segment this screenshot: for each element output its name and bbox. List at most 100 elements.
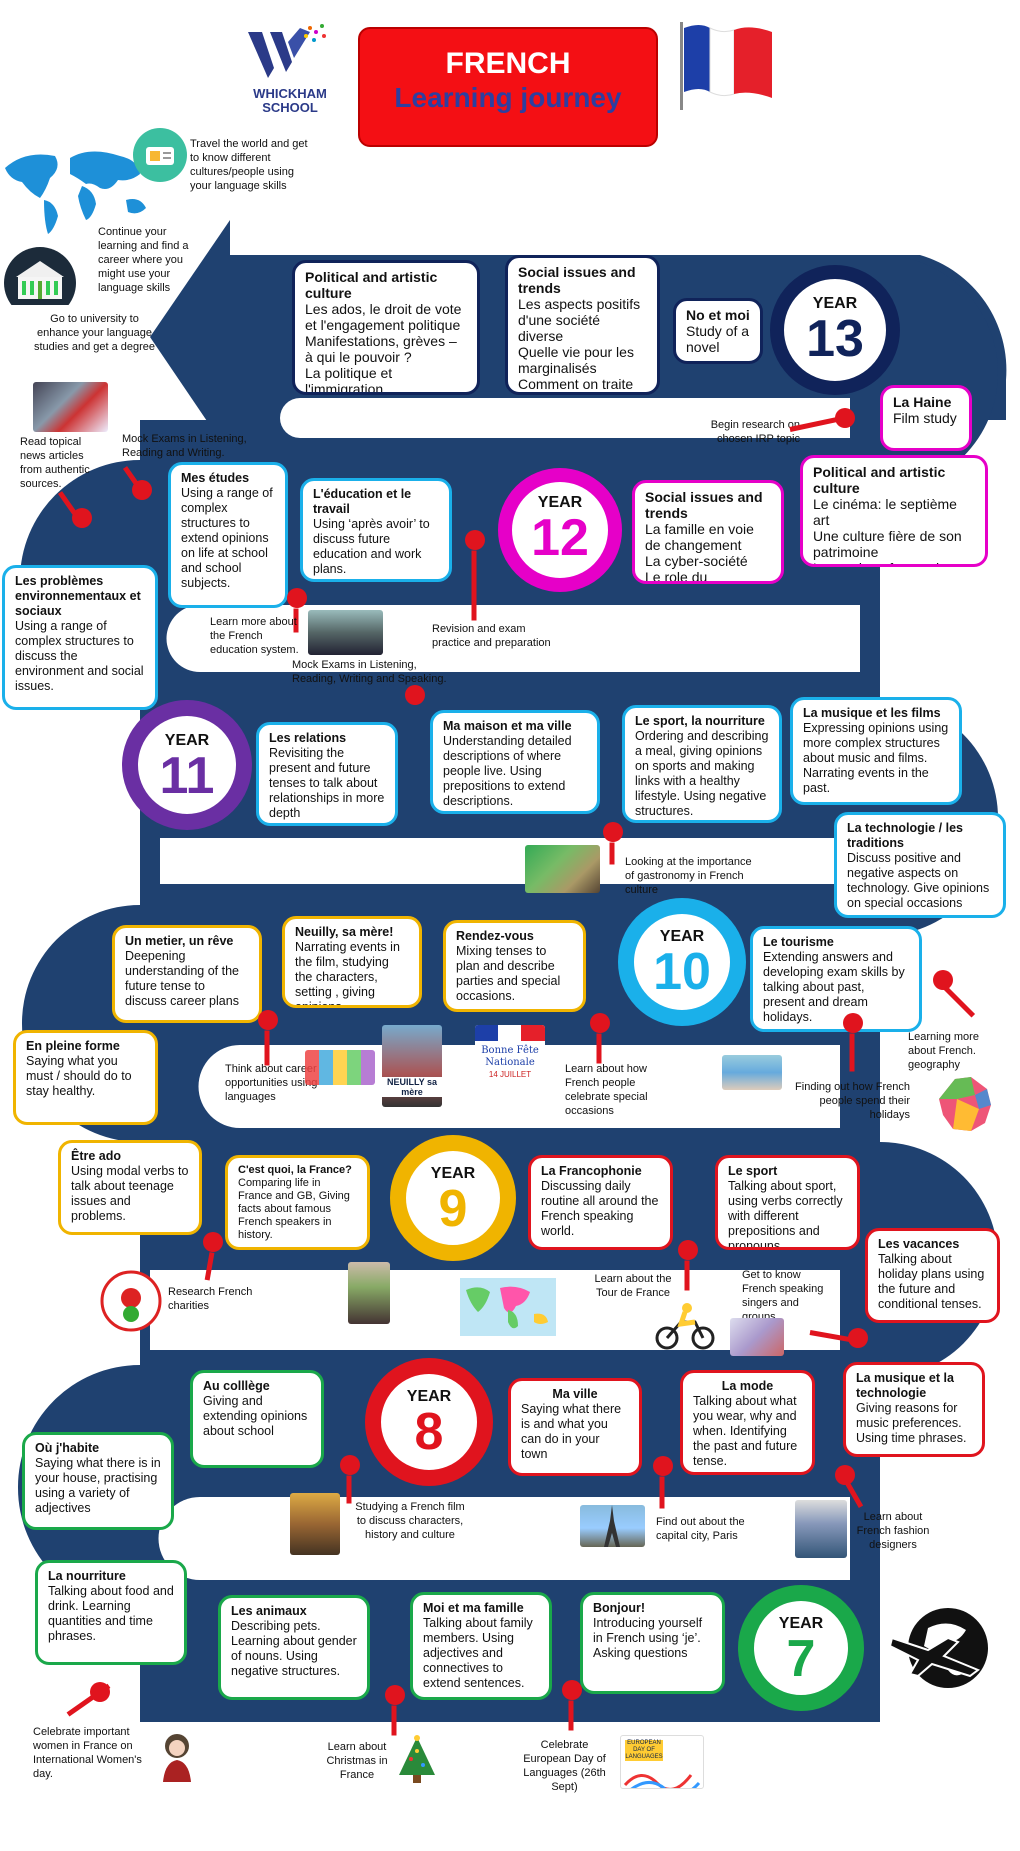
pin-stick-celebrate [596, 1033, 602, 1064]
languages-day-picture: EUROPEAN DAY OF LANGUAGES [620, 1735, 704, 1789]
note-travel: Travel the world and get to know differe… [190, 138, 308, 192]
note-career: Continue your learning and find a career… [98, 226, 189, 294]
school-logo-icon [248, 24, 326, 78]
film-poster [290, 1493, 340, 1555]
plane-globe-icon [888, 1608, 988, 1688]
french-flag-icon [680, 22, 772, 110]
card-musique-films: La musique et les films Expressing opini… [790, 697, 962, 805]
card-la-haine: La Haine Film study [880, 385, 972, 451]
card-mes-etudes: Mes études Using a range of complex stru… [168, 462, 288, 608]
note-mock13: Mock Exams in Listening, Reading and Wri… [122, 433, 247, 459]
card-les-vacances: Les vacances Talking about holiday plans… [865, 1228, 1000, 1323]
road-arrow-head [150, 220, 230, 455]
note-singers: Get to know French speaking singers and … [742, 1269, 824, 1323]
pin-paris [653, 1456, 673, 1476]
year-12-badge: YEAR 12 [498, 468, 622, 592]
note-revision: Revision and exam practice and preparati… [432, 623, 551, 649]
pin-stick-holidays [849, 1033, 855, 1072]
pin-stick-tour [684, 1260, 690, 1291]
card-problemes: Les problèmes environnementaux et sociau… [2, 565, 158, 710]
pin-education-sys [287, 588, 307, 608]
year-13-badge: YEAR 13 [770, 265, 900, 395]
travel-icon [133, 128, 187, 182]
note-tour: Learn about the Tour de France [594, 1273, 672, 1299]
note-christmas: Learn about Christmas in France [326, 1741, 388, 1781]
school-name: WHICKHAM SCHOOL [253, 86, 327, 115]
pin-mock13 [132, 480, 152, 500]
year-10-badge: YEAR 10 [618, 898, 746, 1026]
page-subtitle: Learning journey [394, 82, 622, 113]
pin-stick-revision [471, 550, 477, 621]
card-sport-nourriture: Le sport, la nourriture Ordering and des… [622, 705, 782, 823]
pin-revision [465, 530, 485, 550]
note-education-sys: Learn more about the French education sy… [210, 616, 299, 656]
note-holidays: Finding out how French people spend thei… [795, 1081, 910, 1121]
pin-mock12 [405, 685, 425, 705]
card-la-nourriture: La nourriture Talking about food and dri… [35, 1560, 187, 1665]
card-social-issues-12: Social issues and trends La famille en v… [632, 480, 784, 584]
card-bonjour: Bonjour! Introducing yourself in French … [580, 1592, 725, 1694]
title-banner: FRENCH Learning journey [358, 27, 658, 147]
pin-stick-gastronomy [609, 842, 615, 865]
pin-gastronomy [603, 822, 623, 842]
note-gastronomy: Looking at the importance of gastronomy … [625, 856, 752, 896]
eiffel-tower-icon [604, 1505, 620, 1547]
pin-celebrate [590, 1013, 610, 1033]
card-education-travail: L'éducation et le travail Using ‘après a… [300, 478, 452, 582]
fashion-designer-photo [795, 1500, 847, 1558]
note-fashion: Learn about French fashion designers [856, 1511, 930, 1551]
note-irp: Begin research on chosen IRP topic [710, 419, 800, 445]
charity-logo-icon [100, 1270, 162, 1332]
note-mock12: Mock Exams in Listening, Reading, Writin… [292, 659, 447, 685]
note-news: Read topical news articles from authenti… [20, 436, 90, 490]
note-charities: Research French charities [168, 1286, 253, 1312]
card-un-metier: Un metier, un rêve Deepening understandi… [112, 925, 262, 1023]
year-7-badge: YEAR 7 [738, 1585, 864, 1711]
news-photo [33, 382, 108, 432]
pin-singers [848, 1328, 868, 1348]
fete-nationale-picture: Bonne Fête Nationale 14 JUILLET [475, 1025, 545, 1093]
pin-christmas [385, 1685, 405, 1705]
pin-film [340, 1455, 360, 1475]
pin-fashion [835, 1465, 855, 1485]
year-8-badge: YEAR 8 [365, 1358, 493, 1486]
note-languages-day: Celebrate European Day of Languages (26t… [523, 1739, 606, 1793]
card-political-culture: Political and artistic culture Les ados,… [292, 260, 480, 395]
card-political-culture-12: Political and artistic culture Le cinéma… [800, 455, 988, 567]
school-logo: WHICKHAM SCHOOL [240, 20, 340, 115]
card-pleine-forme: En pleine forme Saying what you must / s… [13, 1030, 158, 1125]
card-ou-jhabite: Où j'habite Saying what there is in your… [22, 1432, 174, 1530]
card-cest-quoi-la-france: C'est quoi, la France? Comparing life in… [225, 1155, 370, 1250]
beach-photo [722, 1055, 782, 1090]
year-9-badge: YEAR 9 [390, 1135, 516, 1261]
pin-stick-languages-day [568, 1700, 574, 1731]
card-francophonie: La Francophonie Discussing daily routine… [528, 1155, 673, 1250]
cyclist-icon [655, 1303, 715, 1350]
languages-day-swirl-icon [623, 1774, 701, 1788]
card-ma-maison: Ma maison et ma ville Understanding deta… [430, 710, 600, 814]
pin-tour [678, 1240, 698, 1260]
pin-holidays [843, 1013, 863, 1033]
pin-languages-day [562, 1680, 582, 1700]
card-les-animaux: Les animaux Describing pets. Learning ab… [218, 1595, 370, 1700]
pin-charities [203, 1232, 223, 1252]
pin-geography [933, 970, 953, 990]
page-title: FRENCH [445, 47, 571, 80]
card-la-mode: La mode Talking about what you wear, why… [680, 1370, 815, 1475]
note-film: Studying a French film to discuss charac… [355, 1501, 465, 1541]
card-ma-ville: Ma ville Saying what there is and what y… [508, 1378, 642, 1476]
singers-photo [730, 1318, 784, 1356]
note-paris: Find out about the capital city, Paris [656, 1516, 745, 1542]
note-celebrate: Learn about how French people celebrate … [565, 1063, 648, 1117]
card-neuilly: Neuilly, sa mère! Narrating events in th… [282, 916, 422, 1008]
graduation-photo [308, 610, 383, 655]
note-womens-day: Celebrate important women in France on I… [33, 1726, 142, 1780]
pin-stick-paris [659, 1476, 665, 1509]
note-university: Go to university to enhance your languag… [33, 313, 156, 353]
pin-career [258, 1010, 278, 1030]
university-icon [4, 247, 76, 305]
card-le-sport: Le sport Talking about sport, using verb… [715, 1155, 860, 1250]
historic-portrait [348, 1262, 390, 1324]
france-map-icon [939, 1077, 991, 1131]
neuilly-poster: NEUILLY sa mère [382, 1025, 442, 1107]
